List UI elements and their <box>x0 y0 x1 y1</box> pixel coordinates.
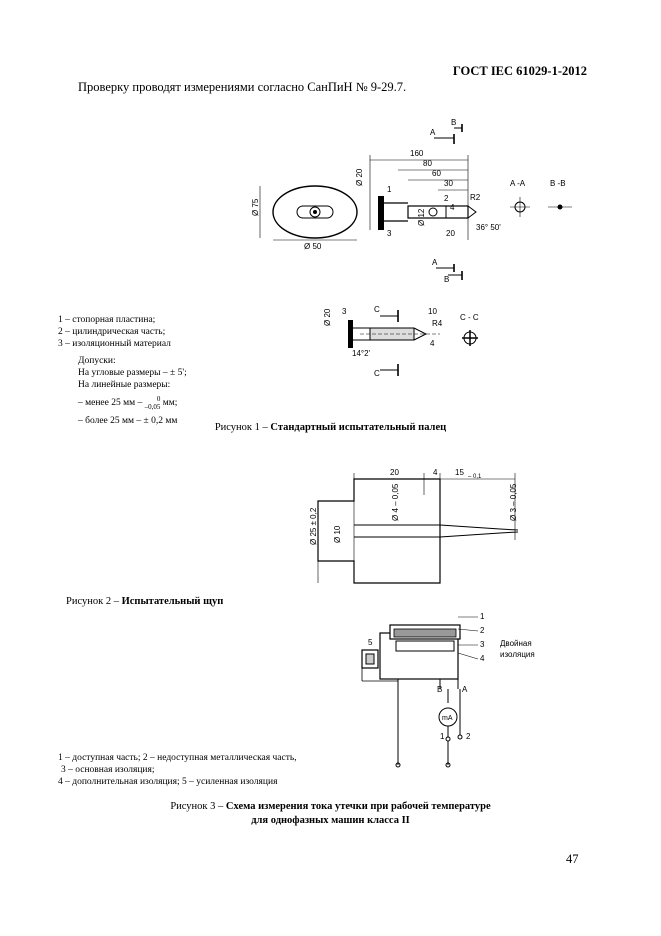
fig1-dim-r2: R2 <box>470 193 481 202</box>
fig1-label-a-top: A <box>430 128 436 137</box>
fig3-double-insulation-2: изоляция <box>500 650 535 659</box>
fig3-num-1: 1 <box>480 612 485 621</box>
fig1-detail-phi20: Ø 20 <box>323 308 332 326</box>
fig3-meter: mA <box>442 715 453 722</box>
fig2-dim-20: 20 <box>390 468 399 477</box>
fig2-caption-title: Испытательный щуп <box>121 596 224 607</box>
fig1-label-c-top: C <box>374 305 380 314</box>
tolerance-less-suffix: мм; <box>162 398 178 409</box>
fig3-num-3: 3 <box>480 640 485 649</box>
page-number: 47 <box>566 852 579 866</box>
fig1-num-2: 2 <box>444 194 449 203</box>
fig1-num-1: 1 <box>387 185 392 194</box>
fig1-label-a-bottom: A <box>432 258 438 267</box>
fig1-tolerances: Допуски: На угловые размеры – ± 5'; На л… <box>78 355 187 427</box>
fig3-num-2: 2 <box>480 626 485 635</box>
tolerance-angular: На угловые размеры – ± 5'; <box>78 368 187 378</box>
fig1-dim-20: 20 <box>446 229 455 238</box>
fig1-section-cc: C - C <box>460 313 479 322</box>
fig3-label-a: A <box>462 685 468 694</box>
fig1-legend-item-2: 2 – цилиндрическая часть; <box>58 327 166 337</box>
tolerance-less-limits: 0 –0,05 <box>145 395 161 411</box>
fig1-detail-angle: 14°2' <box>352 349 371 358</box>
fig1-detail-num-4: 4 <box>430 339 435 348</box>
fig2-dim-phi10: Ø 10 <box>333 525 342 543</box>
tolerance-less-upper: 0 <box>156 395 161 403</box>
tolerance-less: – менее 25 мм – 0 –0,05 мм; <box>78 395 187 411</box>
fig1-num-4: 4 <box>450 203 455 212</box>
fig1-legend-item-1: 1 – стопорная пластина; <box>58 315 156 325</box>
fig3-legend: 1 – доступная часть; 2 – недоступная мет… <box>58 752 297 788</box>
fig3-switch-1: 1 <box>440 732 445 741</box>
fig1-section-aa: A -A <box>510 179 526 188</box>
figure-2-drawing: 20 4 15 – 0,1 Ø 4 – 0,05 Ø 3 – 0,05 Ø 25… <box>309 468 519 584</box>
fig1-dim-60: 60 <box>432 169 441 178</box>
fig3-legend-item-1: 1 – доступная часть; 2 – недоступная мет… <box>58 753 297 763</box>
fig3-caption-line1: Схема измерения тока утечки при рабочей … <box>225 801 491 812</box>
fig2-dim-phi25: Ø 25 ± 0,2 <box>309 507 318 545</box>
tolerance-less-prefix: – менее 25 мм – <box>78 398 143 409</box>
fig2-dim-phi4: Ø 4 – 0,05 <box>391 483 400 521</box>
fig1-label-b-top: B <box>451 118 456 127</box>
fig3-label-b: B <box>437 685 442 694</box>
fig1-dim-80: 80 <box>423 159 432 168</box>
fig3-caption: Рисунок 3 – Схема измерения тока утечки … <box>0 800 661 828</box>
fig2-caption-prefix: Рисунок 2 – <box>66 596 119 607</box>
fig3-caption-prefix: Рисунок 3 – <box>170 801 224 812</box>
tolerance-less-lower: –0,05 <box>144 403 161 411</box>
tolerance-title: Допуски: <box>78 356 116 366</box>
fig1-label-c-bottom: C <box>374 369 380 378</box>
intro-text: Проверку проводят измерениями согласно С… <box>78 80 407 94</box>
fig1-dim-160: 160 <box>410 149 424 158</box>
fig1-caption: Рисунок 1 – Стандартный испытательный па… <box>0 422 661 433</box>
standard-header: ГОСТ IEC 61029-1-2012 <box>452 64 587 78</box>
fig1-caption-prefix: Рисунок 1 – <box>214 422 268 433</box>
fig1-section-bb: B -B <box>550 179 566 188</box>
fig2-caption: Рисунок 2 – Испытательный щуп <box>66 596 223 607</box>
fig1-label-b-bottom: B <box>444 275 449 284</box>
figure-1-detail: C 3 10 R4 Ø 20 4 14°2' C C - C <box>323 305 479 378</box>
fig3-legend-item-3: 4 – дополнительная изоляция; 5 – усиленн… <box>58 777 278 787</box>
fig1-dim-phi75: Ø 75 <box>251 198 260 216</box>
tolerance-more: – более 25 мм – ± 0,2 мм <box>78 416 178 426</box>
fig3-num-4: 4 <box>480 654 485 663</box>
fig1-dim-phi12: Ø 12 <box>417 208 426 226</box>
fig1-caption-title: Стандартный испытательный палец <box>270 422 447 433</box>
fig2-dim-15-tol: – 0,1 <box>468 474 482 480</box>
fig1-detail-num-3: 3 <box>342 307 347 316</box>
fig1-legend: 1 – стопорная пластина; 2 – цилиндрическ… <box>58 314 171 350</box>
fig1-legend-item-3: 3 – изоляционный материал <box>58 339 171 349</box>
fig1-detail-r4: R4 <box>432 319 443 328</box>
fig1-detail-dim-10: 10 <box>428 307 437 316</box>
fig3-num-5: 5 <box>368 638 373 647</box>
fig3-legend-item-2: 3 – основная изоляция; <box>61 765 155 775</box>
fig2-dim-4: 4 <box>433 468 438 477</box>
fig1-dim-angle: 36° 50' <box>476 223 501 232</box>
fig1-num-3: 3 <box>387 229 392 238</box>
tolerance-linear: На линейные размеры: <box>78 380 171 390</box>
figure-1-drawing: B A 160 80 60 30 Ø 75 Ø 50 Ø 20 1 2 3 4 … <box>251 118 572 284</box>
fig3-caption-line2: для однофазных машин класса II <box>251 815 410 826</box>
fig1-dim-phi50: Ø 50 <box>304 242 322 251</box>
figure-3-circuit: 5 1 2 3 4 Двойная изоляция B A mA 1 2 <box>361 612 535 768</box>
fig2-dim-phi3: Ø 3 – 0,05 <box>509 483 518 521</box>
fig1-dim-30: 30 <box>444 179 453 188</box>
fig3-double-insulation-1: Двойная <box>500 639 532 648</box>
fig1-dim-phi20: Ø 20 <box>355 168 364 186</box>
fig3-switch-2: 2 <box>466 732 471 741</box>
fig2-dim-15: 15 <box>455 468 464 477</box>
